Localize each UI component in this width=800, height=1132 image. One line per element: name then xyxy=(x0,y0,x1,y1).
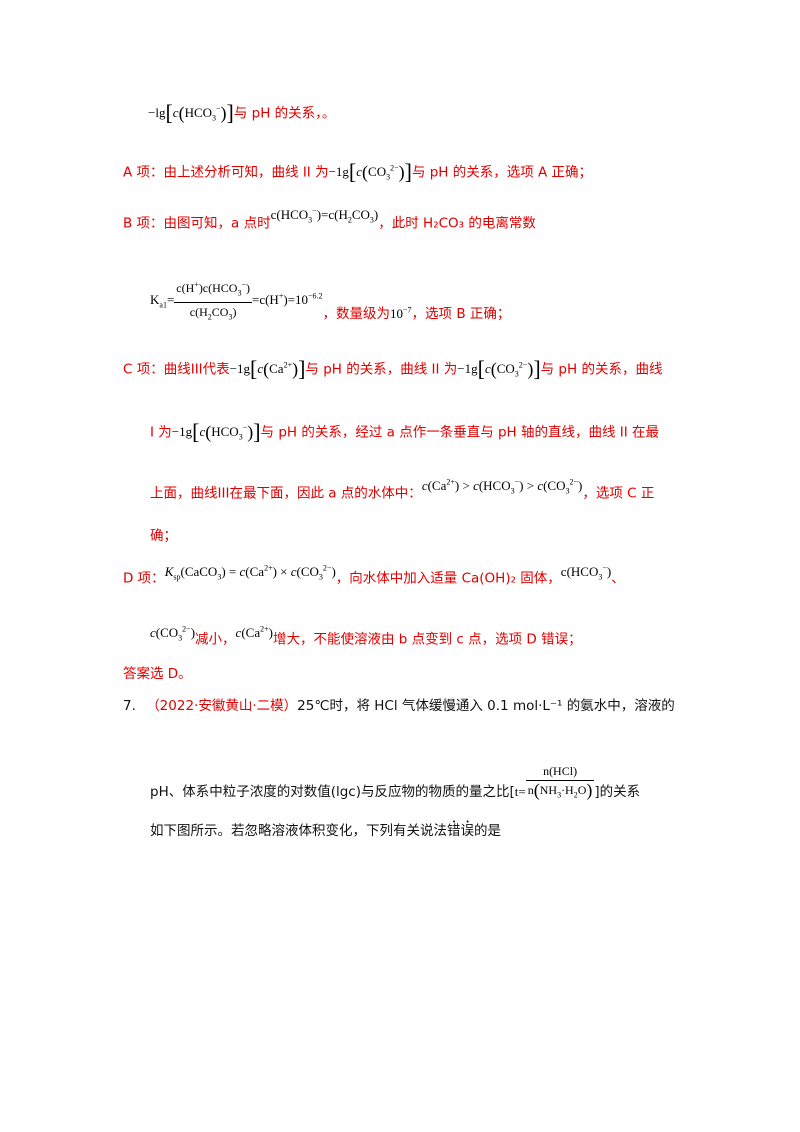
text: 上面，曲线III在最下面，因此 a 点的水体中： xyxy=(150,485,422,502)
option-c-analysis-3: 上面，曲线III在最下面，因此 a 点的水体中：c(Ca2+) > c(HCO3… xyxy=(150,478,655,508)
formula-ksp: Ksp(CaCO3) = c(Ca2+) × c(CO32−) xyxy=(164,564,336,582)
text: 的是 xyxy=(474,823,501,839)
text: 25℃时，将 HCl 气体缓慢通入 0.1 mol·L⁻¹ 的氨水中，溶液的 xyxy=(297,698,675,714)
text: ，向水体中加入适量 Ca(OH)₂ 固体， xyxy=(335,570,561,587)
formula-neg-lg-c-ca: −1g[c(Ca2+)] xyxy=(229,356,306,382)
emphasis-char: 误 xyxy=(461,823,475,839)
formula-neg-lg-c-co3: −1g[c(CO32−)] xyxy=(328,159,412,185)
formula-neg-lg-c-co3: −1g[c(CO32−)] xyxy=(457,356,541,382)
text: B 项：由图可知，a 点时 xyxy=(123,215,271,232)
text: ，数量级为 xyxy=(322,306,391,323)
text: 增大，不能使溶液由 b 点变到 c 点，选项 D 错误； xyxy=(272,631,582,648)
text: A 项：由上述分析可知，曲线 II 为 xyxy=(123,164,329,181)
formula-equal-concentration: c(HCO3−)=c(H2CO3) xyxy=(270,207,379,225)
text: ，此时 H₂CO₃ 的电离常数 xyxy=(378,215,536,232)
text: 与 pH 的关系，。 xyxy=(233,105,336,122)
question-7-line-2: pH、体系中粒子浓度的对数值(lgc)与反应物的物质的量之比[t=n(HCl)n… xyxy=(150,764,641,814)
option-c-analysis-1: C 项：曲线III代表−1g[c(Ca2+)]与 pH 的关系，曲线 II 为−… xyxy=(123,357,662,384)
option-d-analysis-1: D 项：Ksp(CaCO3) = c(Ca2+) × c(CO32−)，向水体中… xyxy=(123,564,625,593)
formula-order-of-magnitude: 10−7 xyxy=(390,306,412,322)
text: ]的关系 xyxy=(594,784,641,801)
text: D 项： xyxy=(123,570,165,587)
question-7-line-3: 如下图所示。若忽略溶液体积变化，下列有关说法错误的是 xyxy=(150,822,501,840)
formula-t-ratio: t=n(HCl)n(NH3·H2O) xyxy=(514,764,595,800)
option-c-analysis-2: I 为−1g[c(HCO3−)]与 pH 的关系，经过 a 点作一条垂直与 pH… xyxy=(150,420,659,447)
line-hco3-relation: −lg[c(HCO3−)]与 pH 的关系，。 xyxy=(148,101,335,128)
question-source: （2022·安徽黄山·二模） xyxy=(146,698,298,714)
text: ，选项 B 正确； xyxy=(411,306,511,323)
text: 与 pH 的关系，经过 a 点作一条垂直与 pH 轴的直线，曲线 II 在最 xyxy=(260,424,660,441)
formula-c-hco3: c(HCO3−) xyxy=(560,564,612,582)
text: 、 xyxy=(611,570,625,587)
answer-line: 答案选 D。 xyxy=(123,665,192,683)
text: 如下图所示。若忽略溶液体积变化，下列有关说法 xyxy=(150,823,447,839)
text: I 为 xyxy=(150,424,172,441)
text: 与 pH 的关系，曲线 xyxy=(540,361,663,378)
text: 减小， xyxy=(195,631,236,648)
text: 确； xyxy=(150,528,177,544)
formula-c-ca: c(Ca2+) xyxy=(235,625,273,641)
emphasis-char: 错 xyxy=(447,823,461,839)
formula-neg-lg-c-hco3: −1g[c(HCO3−)] xyxy=(171,419,261,445)
text: C 项：曲线III代表 xyxy=(123,361,230,378)
text: ，选项 C 正 xyxy=(582,485,655,502)
formula-neg-lg-c-hco3: −lg[c(HCO3−)] xyxy=(148,100,234,126)
option-b-ka1: Ka1=c(H+)c(HCO3−)c(H2CO3)=c(H+)=10−6.2，数… xyxy=(150,276,510,327)
option-a-analysis: A 项：由上述分析可知，曲线 II 为−1g[c(CO32−)]与 pH 的关系… xyxy=(123,160,592,187)
option-b-analysis: B 项：由图可知，a 点时c(HCO3−)=c(H2CO3)，此时 H₂CO₃ … xyxy=(123,207,536,238)
option-d-analysis-2: c(CO32−)减小，c(Ca2+)增大，不能使溶液由 b 点变到 c 点，选项… xyxy=(150,625,582,654)
question-number: 7. xyxy=(123,698,136,714)
text: pH、体系中粒子浓度的对数值(lgc)与反应物的物质的量之比[ xyxy=(150,784,515,801)
text: 与 pH 的关系，选项 A 正确； xyxy=(411,164,593,181)
option-c-analysis-4: 确； xyxy=(150,527,177,545)
question-7-line-1: 7. （2022·安徽黄山·二模）25℃时，将 HCl 气体缓慢通入 0.1 m… xyxy=(123,697,675,715)
formula-ka1: Ka1=c(H+)c(HCO3−)c(H2CO3)=c(H+)=10−6.2 xyxy=(150,280,323,322)
formula-c-co3: c(CO32−) xyxy=(150,625,196,643)
formula-concentration-order: c(Ca2+) > c(HCO3−) > c(CO32−) xyxy=(421,478,583,496)
text: 与 pH 的关系，曲线 II 为 xyxy=(305,361,458,378)
answer-text: 答案选 D。 xyxy=(123,666,192,682)
